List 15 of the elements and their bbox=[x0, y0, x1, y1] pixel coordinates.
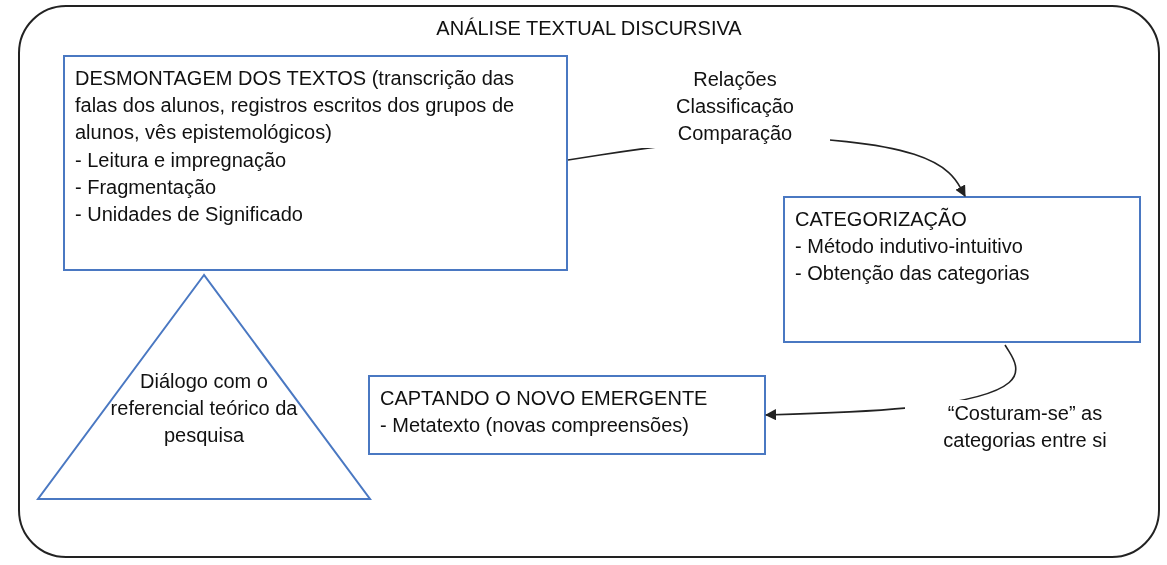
list-item: - Unidades de Significado bbox=[75, 201, 304, 227]
box-heading: DESMONTAGEM DOS TEXTOS (transcrição das falas dos alunos, registros escritos dos grupos de alunos, vês epistemológicos) bbox=[75, 66, 516, 146]
outer-frame bbox=[18, 5, 1160, 558]
list-item: - Método indutivo-intuitivo bbox=[795, 234, 1024, 260]
list-item: - Obtenção das categorias bbox=[795, 261, 1031, 287]
process-box bbox=[783, 196, 1141, 343]
box-heading: CATEGORIZAÇÃO bbox=[795, 206, 968, 232]
triangle-label: Diálogo com o referencial teórico da pesquisa bbox=[109, 369, 299, 449]
list-item: - Metatexto (novas compreensões) bbox=[380, 413, 691, 439]
box-heading: CAPTANDO O NOVO EMERGENTE bbox=[380, 386, 709, 411]
list-item: - Leitura e impregnação bbox=[75, 147, 288, 173]
list-item: - Fragmentação bbox=[75, 174, 218, 200]
frame-label: ANÁLISE TEXTUAL DISCURSIVA bbox=[435, 17, 743, 40]
process-box bbox=[368, 375, 766, 455]
process-box bbox=[63, 55, 568, 271]
